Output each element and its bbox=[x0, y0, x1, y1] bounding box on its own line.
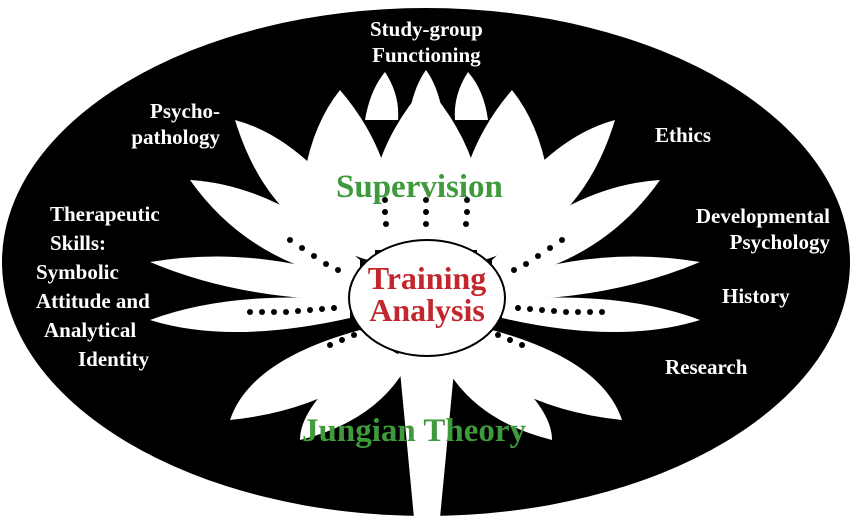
label-developmental-psychology: Developmental Psychology bbox=[695, 204, 830, 254]
petal-center-top bbox=[368, 85, 484, 250]
label-jungian-theory: Jungian Theory bbox=[302, 413, 527, 449]
label-psychopathology: Psycho- pathology bbox=[131, 99, 220, 149]
label-study-group: Study-group Functioning bbox=[370, 17, 483, 67]
label-research: Research bbox=[665, 355, 748, 379]
petal-tip-center bbox=[410, 70, 442, 110]
petal-left-high bbox=[190, 180, 360, 282]
label-history: History bbox=[722, 284, 790, 308]
lotus-stem bbox=[398, 350, 456, 518]
petal-right-high bbox=[492, 180, 660, 282]
center-ellipse bbox=[348, 239, 506, 357]
label-therapeutic-skills: Therapeutic Skills: Symbolic Attitude an… bbox=[36, 202, 160, 371]
petal-lower-left-outer bbox=[230, 330, 395, 420]
petal-lower-left-inner bbox=[300, 345, 410, 440]
petal-lower-right-outer bbox=[457, 330, 622, 420]
label-supervision: Supervision bbox=[336, 169, 503, 205]
label-training-analysis: Training Analysis bbox=[367, 260, 487, 328]
petal-tip-left bbox=[365, 72, 399, 120]
petal-tip-right bbox=[454, 72, 488, 120]
petal-dots bbox=[247, 197, 605, 348]
label-ethics: Ethics bbox=[655, 123, 712, 147]
petal-lower-right-inner bbox=[442, 345, 552, 440]
